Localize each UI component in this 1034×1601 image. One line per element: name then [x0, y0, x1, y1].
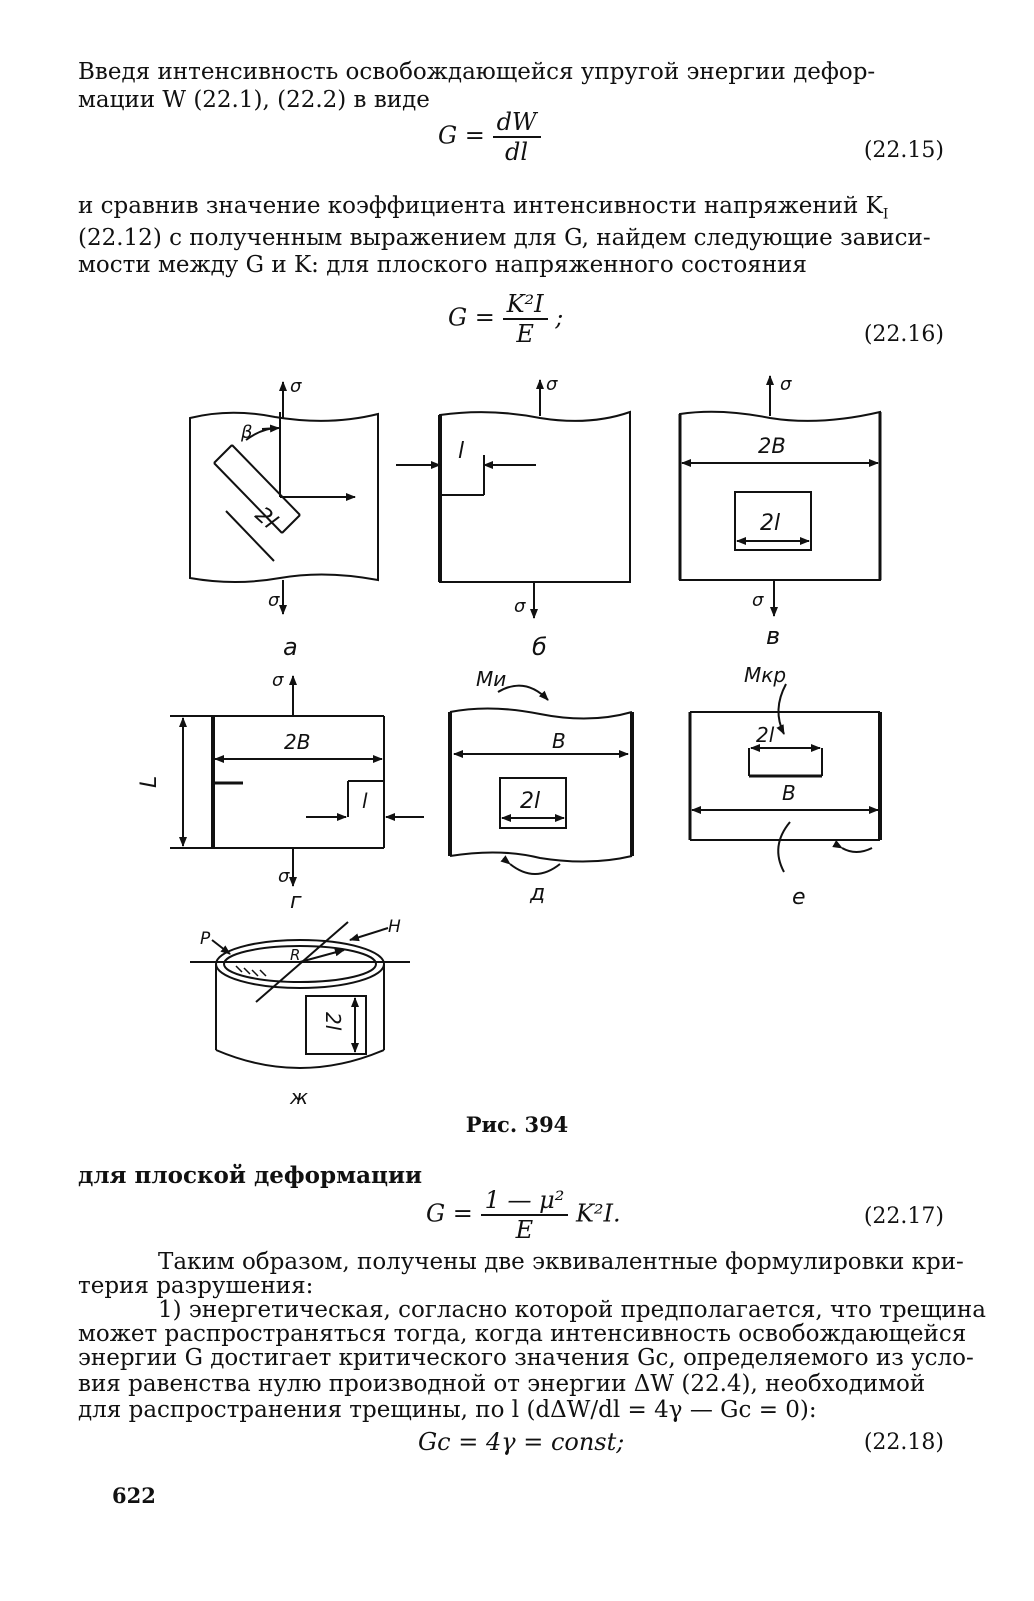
text-line-7: Таким образом, получены две эквивалентны… — [158, 1249, 964, 1275]
panel-e — [688, 683, 882, 873]
text-line-10: может распространяться тогда, когда инте… — [78, 1321, 967, 1347]
eq4-number: (22.18) — [863, 1430, 944, 1455]
equation-22-17: G = 1 — μ² E K²I. — [426, 1186, 621, 1244]
eq1-denominator: dl — [505, 138, 529, 166]
eq1-fraction: dW dl — [492, 108, 541, 166]
panel-letter-zh: ж — [289, 1085, 308, 1109]
eq2-denominator: E — [516, 320, 534, 348]
label-beta: β — [240, 422, 253, 443]
panel-letter-g: г — [290, 889, 302, 914]
label-R: R — [290, 946, 300, 964]
text-line-6: для плоской деформации — [78, 1162, 423, 1189]
label-B-e: B — [782, 781, 796, 805]
label-sigma-b-bottom: σ — [514, 596, 526, 617]
text-line-3: и сравнив значение коэффициента интенсив… — [78, 192, 948, 229]
eq1-numerator: dW — [492, 108, 541, 138]
eq3-denominator: E — [515, 1216, 534, 1244]
eq2-lhs: G = — [448, 303, 495, 332]
label-sigma-a-bottom: σ — [268, 590, 280, 611]
panel-letter-b: б — [532, 633, 547, 661]
eq2-number: (22.16) — [863, 322, 944, 347]
eq3-lhs: G = — [426, 1199, 473, 1228]
eq2-tail: ; — [555, 303, 564, 332]
text-line-8: терия разрушения: — [78, 1273, 314, 1299]
label-sigma-g-bottom: σ — [278, 866, 290, 887]
label-sigma-v-top: σ — [780, 374, 792, 395]
label-l-b: l — [458, 439, 464, 464]
label-sigma-b-top: σ — [546, 374, 558, 395]
text-line-13: для распространения трещины, по l (dΔW/d… — [78, 1397, 817, 1423]
panel-zh — [190, 921, 410, 1069]
text-line-3-sub: I — [882, 206, 889, 223]
panel-d — [448, 684, 634, 875]
label-2l-d: 2l — [520, 789, 540, 814]
label-2l-e: 2l — [756, 723, 775, 747]
text-line-12: вия равенства нулю производной от энерги… — [78, 1371, 926, 1397]
text-line-4: (22.12) с полученным выражением для G, н… — [78, 225, 931, 251]
eq2-numerator: K²I — [502, 290, 548, 320]
label-M-bend: Mи — [476, 667, 506, 691]
text-line-1: Введя интенсивность освобождающейся упру… — [78, 59, 876, 85]
label-P: P — [200, 929, 211, 949]
label-M-tors: Mкр — [744, 663, 786, 687]
eq1-lhs: G = — [438, 121, 485, 150]
figure-caption: Рис. 394 — [465, 1112, 569, 1137]
label-2l-zh: 2l — [321, 1012, 345, 1031]
panel-letter-a: а — [283, 633, 298, 661]
eq3-tail: K²I. — [575, 1199, 621, 1228]
label-2B-g: 2B — [284, 730, 310, 754]
panel-b — [396, 379, 631, 619]
eq3-numerator: 1 — μ² — [480, 1186, 569, 1216]
equation-22-16: G = K²I E ; — [448, 290, 563, 348]
label-2B-v: 2B — [758, 434, 786, 458]
page-number: 622 — [112, 1483, 156, 1508]
text-line-11: энергии G достигает критического значени… — [78, 1345, 974, 1371]
eq2-fraction: K²I E — [502, 290, 548, 348]
text-line-2: мации W (22.1), (22.2) в виде — [78, 87, 430, 113]
label-sigma-v-bottom: σ — [752, 590, 764, 611]
panel-letter-e: е — [792, 885, 806, 910]
text-line-5: мости между G и K: для плоского напряжен… — [78, 252, 807, 278]
eq3-fraction: 1 — μ² E — [480, 1186, 569, 1244]
eq3-number: (22.17) — [863, 1204, 944, 1229]
panel-letter-d: д — [529, 881, 545, 906]
eq1-number: (22.15) — [863, 138, 944, 163]
label-B-d: B — [552, 729, 566, 753]
label-l-g: l — [362, 789, 368, 813]
panel-a — [189, 381, 379, 615]
equation-22-18: Gс = 4γ = const; — [418, 1428, 625, 1456]
label-H: H — [388, 917, 401, 937]
label-sigma-g-top: σ — [272, 670, 284, 691]
panel-letter-v: в — [766, 622, 780, 650]
equation-22-15: G = dW dl — [438, 108, 541, 166]
panel-v — [678, 375, 882, 617]
text-line-3-body: и сравнив значение коэффициента интенсив… — [78, 193, 883, 219]
text-line-9: 1) энергетическая, согласно которой пред… — [158, 1297, 986, 1323]
label-2l-a: 2l — [250, 502, 282, 534]
label-L-g: L — [137, 776, 162, 788]
label-sigma-a-top: σ — [290, 376, 302, 397]
panel-g — [170, 675, 424, 887]
label-2l-v: 2l — [760, 511, 780, 536]
